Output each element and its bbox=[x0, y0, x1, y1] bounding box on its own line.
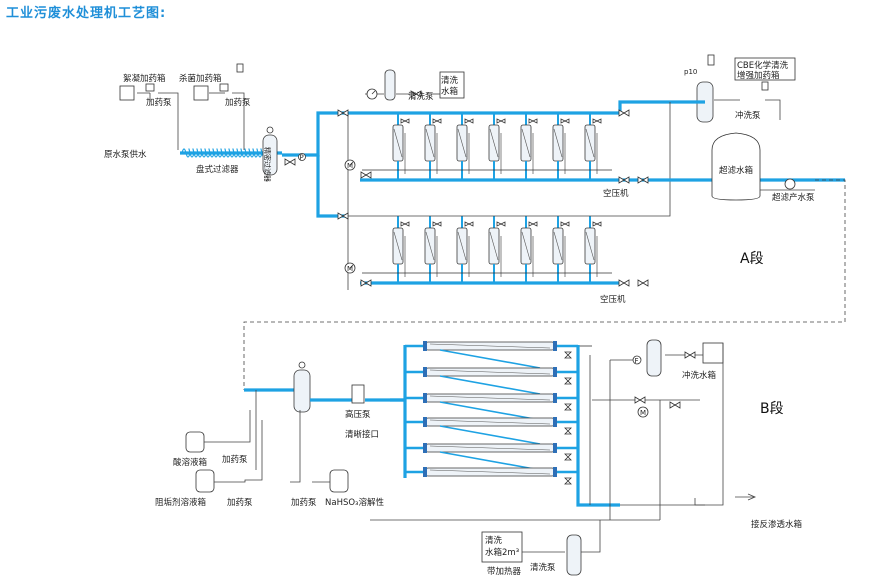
clean-water-tank: 清洗 水箱 bbox=[439, 71, 465, 99]
coag-dosing-tank: 絮凝加药箱 bbox=[119, 73, 166, 101]
steril-dosing-pump: 加药泵 bbox=[209, 63, 251, 150]
steril-tank-label: 杀菌加药箱 bbox=[179, 73, 222, 84]
uf-tank-label: 超滤水箱 bbox=[719, 165, 754, 176]
acid-tank: 酸溶液箱 bbox=[173, 431, 208, 468]
flush-pump-label: 冲洗泵 bbox=[735, 110, 761, 121]
cbe-label1: CBE化学清洗 bbox=[737, 60, 789, 71]
m-upper: M bbox=[347, 162, 353, 170]
nahso3-tank: NaHSO₃溶解性 bbox=[325, 469, 384, 508]
m-b: M bbox=[637, 406, 649, 418]
disc-filter-label: 盘式过滤器 bbox=[196, 164, 239, 175]
clean-filter-a bbox=[384, 69, 396, 101]
fine-filter-a-label: 精密过滤器 bbox=[263, 147, 272, 182]
ro-vessel bbox=[405, 443, 578, 471]
ro-vessel bbox=[405, 367, 578, 395]
fine-filter-b-right bbox=[646, 339, 662, 377]
ro-vessel bbox=[405, 467, 578, 485]
p-label: P bbox=[300, 154, 304, 162]
flow-f: F bbox=[632, 355, 642, 365]
section-b-label: B段 bbox=[760, 401, 784, 417]
page-title: 工业污废水处理机工艺图: bbox=[6, 6, 167, 21]
uf-water-tank: 超滤水箱 bbox=[711, 132, 761, 201]
uf-module bbox=[552, 216, 570, 283]
antiscalant-pump-label: 加药泵 bbox=[227, 497, 253, 508]
ro-membrane-bank bbox=[405, 341, 592, 485]
fine-filter-top-right: p10 bbox=[684, 68, 714, 123]
uf-module bbox=[552, 113, 570, 180]
flush-water-tank: 冲洗水箱 bbox=[682, 342, 724, 381]
clean-tank-2m3-label1: 清洗 bbox=[485, 535, 503, 546]
fine-filter-b bbox=[293, 361, 311, 413]
ro-vessel bbox=[405, 341, 578, 369]
hp-pump: 高压泵 bbox=[345, 384, 371, 420]
clean-port-label: 清晰接口 bbox=[345, 429, 379, 440]
coag-dosing-pump: 加药泵 bbox=[137, 83, 179, 150]
cbe-tank: CBE化学清洗 增强加药箱 bbox=[734, 57, 796, 81]
uf-module bbox=[520, 113, 538, 180]
ro-out-label: 接反渗透水箱 bbox=[751, 519, 803, 530]
uf-module bbox=[392, 216, 410, 283]
antiscalant-label: 阻垢剂溶液箱 bbox=[155, 497, 207, 508]
air-comp-label-1: 空压机 bbox=[603, 188, 629, 199]
air-comp-label-2: 空压机 bbox=[600, 294, 626, 305]
m-lower-label: M bbox=[347, 265, 353, 273]
p10-label: p10 bbox=[684, 68, 697, 76]
ro-vessel bbox=[405, 393, 578, 421]
nahso3-label: NaHSO₃溶解性 bbox=[325, 497, 384, 508]
uf-module bbox=[424, 113, 442, 180]
coag-pump-label: 加药泵 bbox=[146, 97, 172, 108]
uf-module bbox=[392, 113, 410, 180]
fine-filter-b-bottom bbox=[566, 534, 582, 576]
nahso3-pump-label: 加药泵 bbox=[291, 497, 317, 508]
uf-module bbox=[584, 216, 602, 283]
clean-pump-label: 清洗泵 bbox=[408, 91, 434, 102]
m-lower: M bbox=[347, 265, 353, 273]
steril-dosing-tank: 杀菌加药箱 bbox=[179, 73, 222, 101]
uf-module bbox=[584, 113, 602, 180]
heater-label: 带加热器 bbox=[487, 566, 522, 577]
steril-pump-label: 加药泵 bbox=[225, 97, 251, 108]
uf-pump-label: 超滤产水泵 bbox=[772, 192, 815, 203]
pressure-gauge-a: P bbox=[298, 153, 306, 162]
clean-tank-2m3-label2: 水箱2m³ bbox=[485, 547, 519, 558]
uf-module bbox=[424, 216, 442, 283]
clean-pump-b-label: 清洗泵 bbox=[530, 562, 556, 573]
uf-module-bank-lower bbox=[362, 216, 612, 283]
uf-module bbox=[520, 216, 538, 283]
coag-tank-label: 絮凝加药箱 bbox=[123, 73, 166, 84]
ro-vessel bbox=[405, 417, 578, 445]
hp-pump-label: 高压泵 bbox=[345, 409, 371, 420]
clean-tank-label1: 清洗 bbox=[441, 75, 459, 86]
uf-module bbox=[488, 216, 506, 283]
uf-module bbox=[456, 216, 474, 283]
flush-tank-label: 冲洗水箱 bbox=[682, 370, 717, 381]
cbe-label2: 增强加药箱 bbox=[737, 70, 780, 81]
uf-module bbox=[456, 113, 474, 180]
disc-filter: 盘式过滤器 bbox=[181, 148, 267, 175]
uf-module bbox=[488, 113, 506, 180]
fine-filter-a: 精密过滤器 bbox=[262, 126, 278, 182]
raw-water-label: 原水泵供水 bbox=[104, 149, 147, 160]
section-a-label: A段 bbox=[740, 251, 764, 267]
acid-tank-label: 酸溶液箱 bbox=[173, 457, 208, 468]
antiscalant-tank: 阻垢剂溶液箱 bbox=[155, 469, 215, 508]
m-b-label: M bbox=[640, 409, 646, 417]
clean-water-tank-2m3: 清洗 水箱2m³ 带加热器 bbox=[481, 531, 523, 577]
f-label: F bbox=[635, 357, 639, 365]
uf-module-bank-upper bbox=[362, 113, 612, 180]
clean-tank-label2: 水箱 bbox=[441, 86, 459, 97]
uf-pump: 超滤产水泵 bbox=[772, 178, 815, 203]
acid-pump-label: 加药泵 bbox=[222, 454, 248, 465]
m-upper-label: M bbox=[347, 162, 353, 170]
